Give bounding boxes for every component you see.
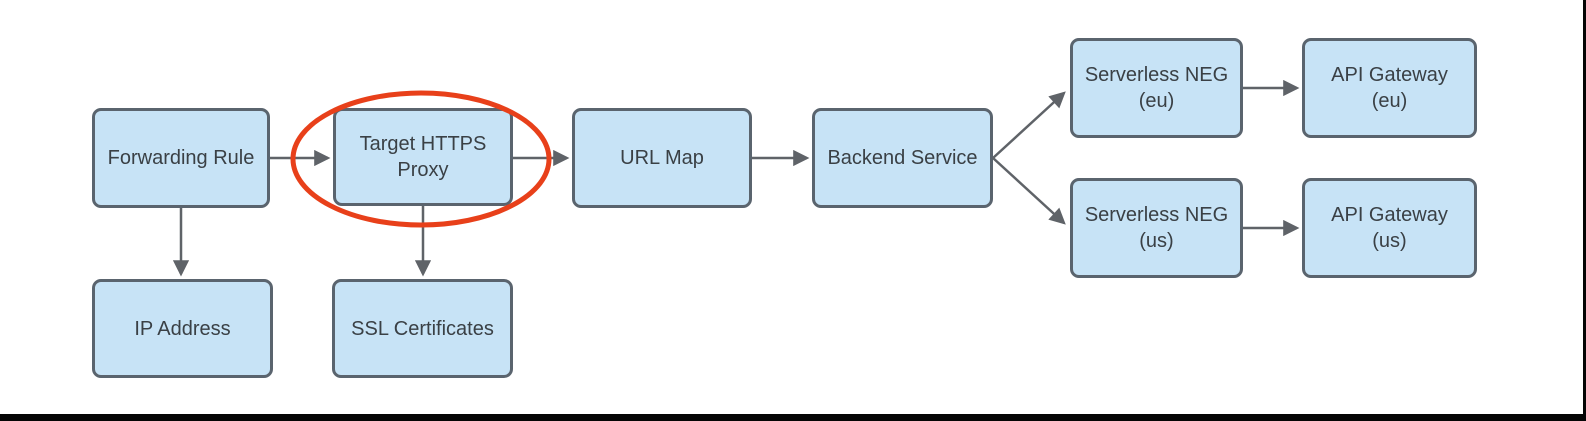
connector-backend-service-to-serverless-neg-eu xyxy=(992,91,1066,159)
page-edge-right xyxy=(1583,0,1586,421)
node-target-https-proxy: Target HTTPS Proxy xyxy=(333,108,513,206)
node-backend-service: Backend Service xyxy=(812,108,993,208)
node-ssl-certificates: SSL Certificates xyxy=(332,279,513,378)
node-api-gateway-us: API Gateway (us) xyxy=(1302,178,1477,278)
node-url-map: URL Map xyxy=(572,108,752,208)
node-ip-address: IP Address xyxy=(92,279,273,378)
node-serverless-neg-us: Serverless NEG (us) xyxy=(1070,178,1243,278)
node-serverless-neg-eu: Serverless NEG (eu) xyxy=(1070,38,1243,138)
connector-backend-service-to-serverless-neg-us xyxy=(992,157,1066,225)
node-forwarding-rule: Forwarding Rule xyxy=(92,108,270,208)
node-api-gateway-eu: API Gateway (eu) xyxy=(1302,38,1477,138)
page-edge-bottom xyxy=(0,414,1586,421)
